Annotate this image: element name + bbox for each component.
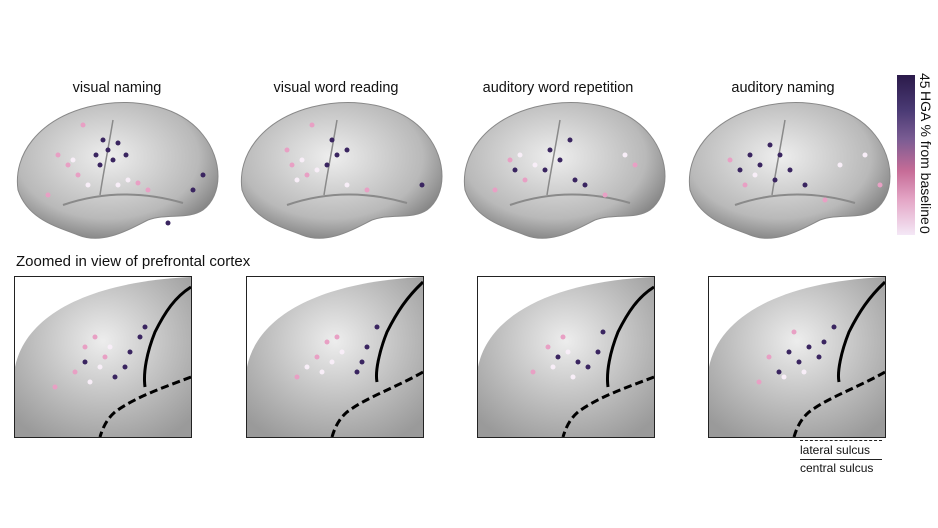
zoom-panel-auditory-naming bbox=[708, 276, 886, 438]
colorbar-min-label: 0 bbox=[917, 226, 933, 234]
central-sulcus-solid-line bbox=[800, 459, 882, 460]
zoom-panel-visual-word-reading bbox=[246, 276, 424, 438]
brain-visual-word-reading bbox=[240, 102, 443, 239]
prefrontal-brain-visual-word-reading bbox=[247, 277, 423, 437]
legend-central-sulcus: central sulcus bbox=[800, 461, 874, 475]
section-title-prefrontal: Zoomed in view of prefrontal cortex bbox=[16, 253, 251, 270]
brain-auditory-word-repetition bbox=[463, 102, 666, 239]
colorbar-max-label: 45 bbox=[917, 73, 933, 89]
colorbar-axis-label: HGA % from baseline bbox=[918, 91, 934, 225]
lateral-sulcus-dashed-line bbox=[800, 440, 882, 441]
zoom-panel-auditory-word-repetition bbox=[477, 276, 655, 438]
prefrontal-brain-auditory-word-repetition bbox=[478, 277, 654, 437]
panel-title-auditory-word-repetition: auditory word repetition bbox=[482, 80, 634, 96]
panel-title-visual-word-reading: visual word reading bbox=[273, 80, 399, 96]
zoom-panel-visual-naming bbox=[14, 276, 192, 438]
panel-title-auditory-naming: auditory naming bbox=[731, 80, 835, 96]
prefrontal-brain-auditory-naming bbox=[709, 277, 885, 437]
brain-auditory-naming bbox=[688, 102, 891, 239]
prefrontal-brain-visual-naming bbox=[15, 277, 191, 437]
panel-title-visual-naming: visual naming bbox=[72, 80, 162, 96]
colorbar bbox=[897, 75, 915, 235]
brain-visual-naming bbox=[16, 102, 219, 239]
legend-lateral-sulcus: lateral sulcus bbox=[800, 443, 871, 457]
